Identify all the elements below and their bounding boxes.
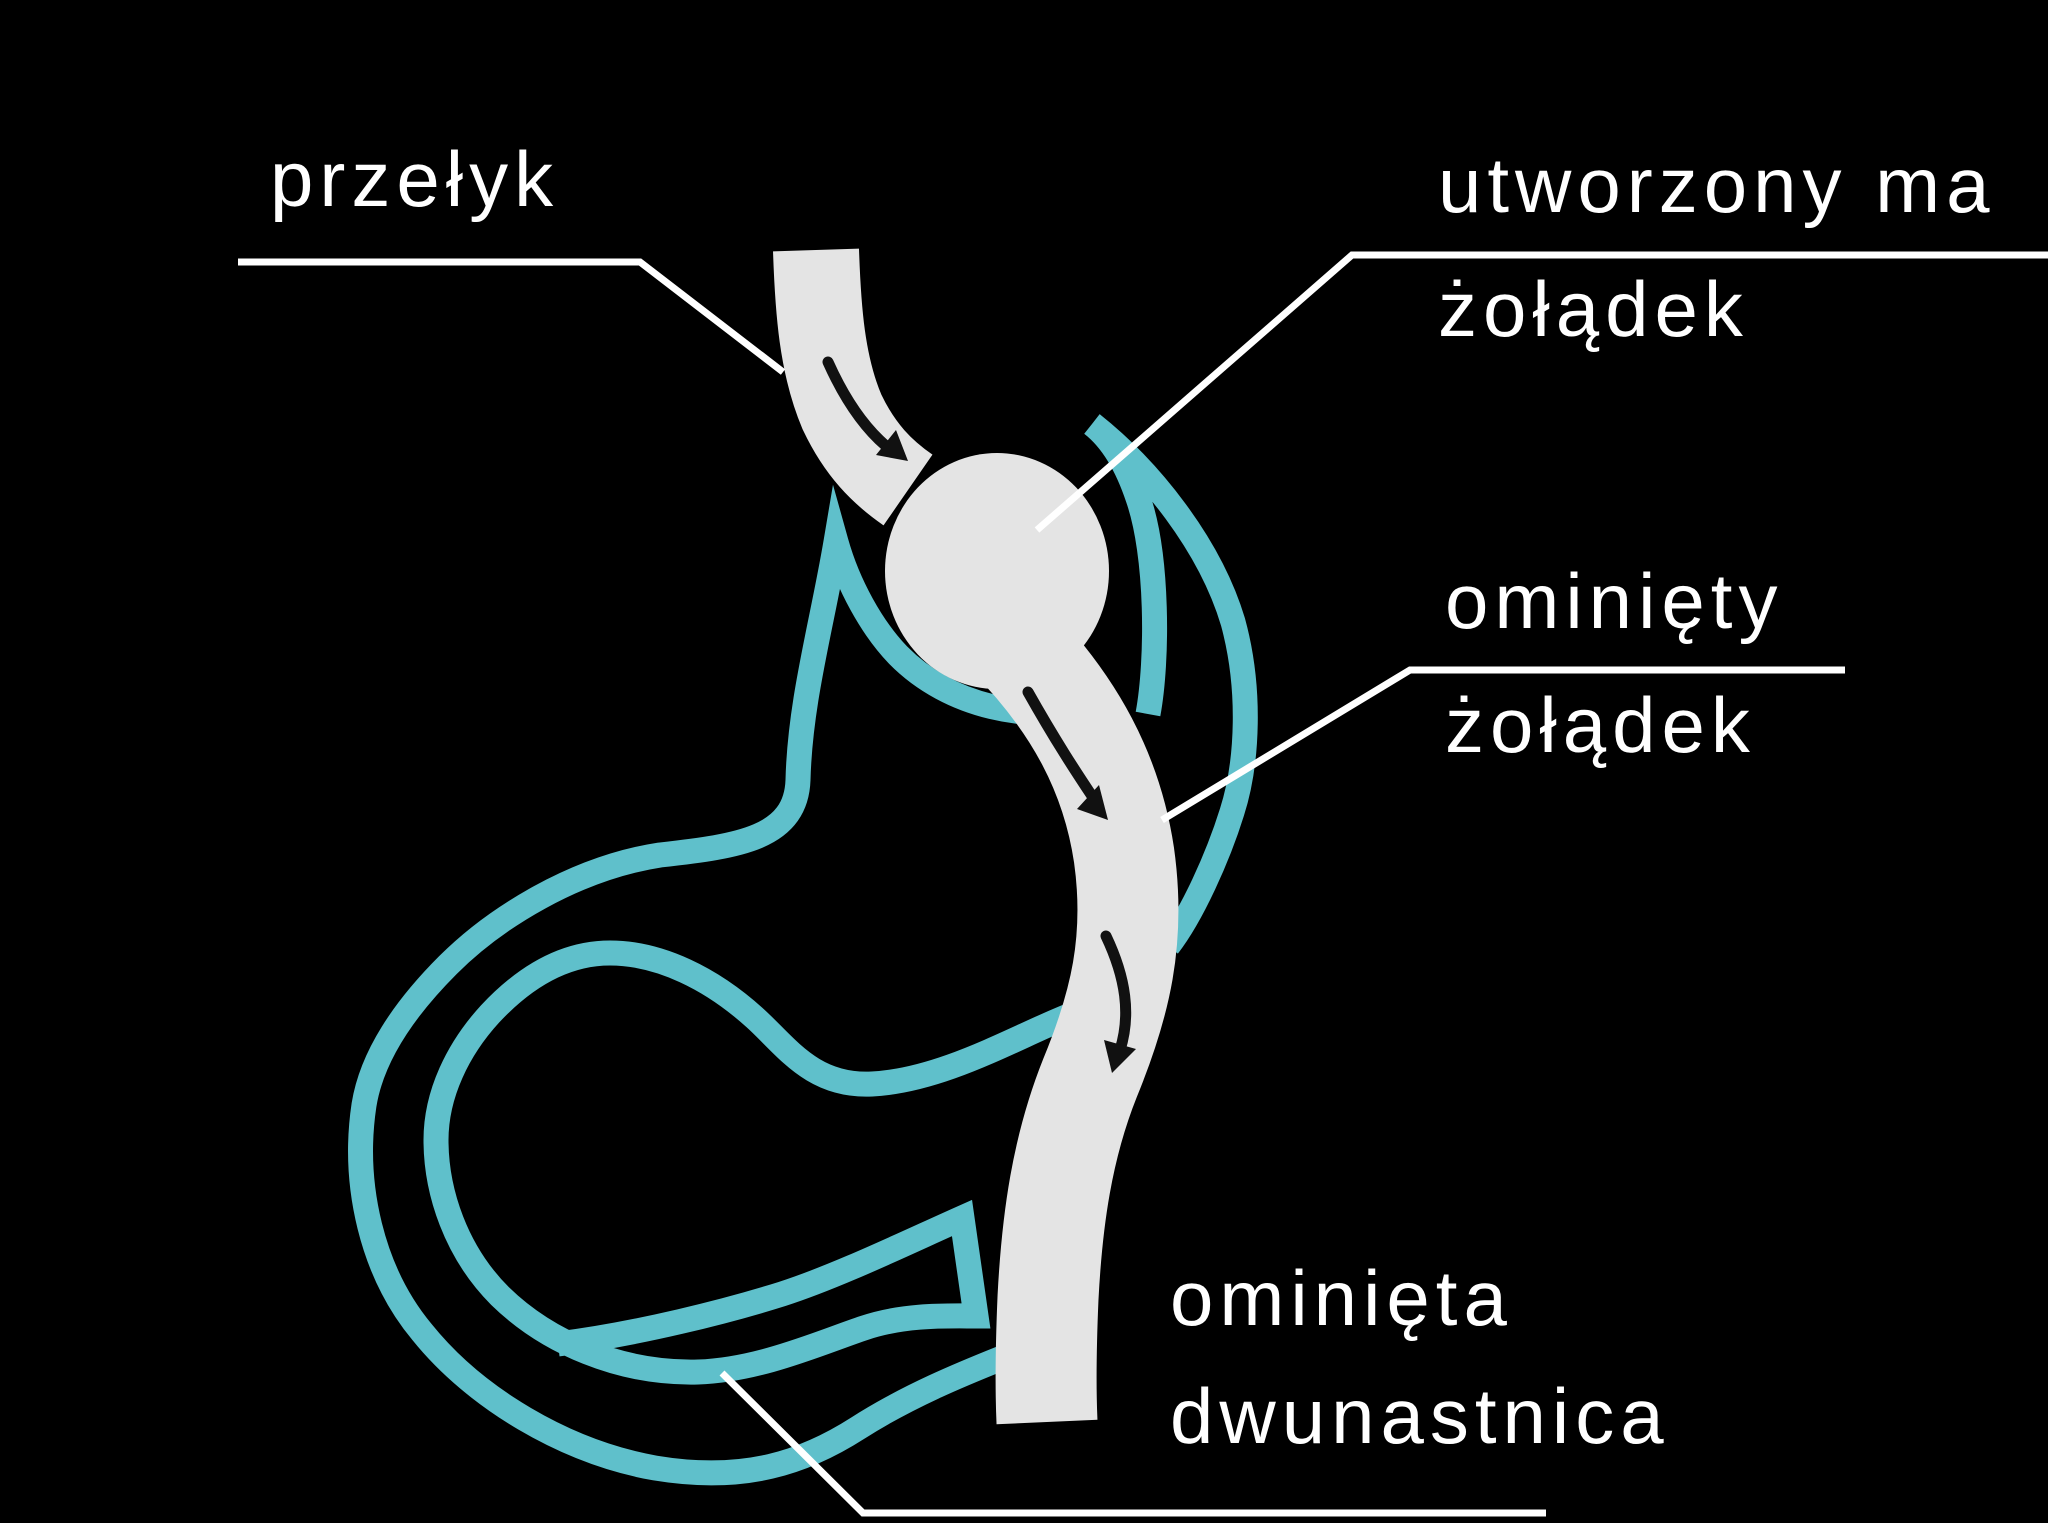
stomach-outer-wall-shape	[348, 484, 1098, 1486]
stomach-inner-wall-duodenum-shape	[423, 940, 1090, 1385]
label-bypassed-duodenum-line1: ominięta	[1170, 1254, 1513, 1342]
bypassed-stomach-outline	[348, 414, 1258, 1486]
flow-arrow-below-pouch	[1022, 686, 1108, 820]
label-bypassed-duodenum-line2: dwunastnica	[1170, 1372, 1670, 1460]
roux-limb-shape	[971, 600, 1179, 1425]
stomach-staple-crescent-right-shape	[1083, 414, 1258, 954]
label-bypassed-duodenum: ominięta dwunastnica	[1170, 1239, 1670, 1475]
leader-small-stomach	[1034, 251, 2048, 533]
esophagus-shape	[773, 248, 933, 526]
label-bypassed-stomach-line1: ominięty	[1445, 557, 1784, 645]
flow-arrows	[822, 356, 1136, 1073]
label-bypassed-stomach-line2: żołądek	[1445, 681, 1756, 769]
functional-tract	[773, 248, 1179, 1425]
label-small-stomach-line1: utworzony ma	[1438, 141, 1996, 229]
leader-lines	[238, 251, 2048, 1517]
label-esophagus-text: przełyk	[270, 135, 560, 223]
leader-bypassed-duodenum	[719, 1370, 1546, 1517]
label-bypassed-stomach: ominięty żołądek	[1445, 539, 1783, 787]
label-esophagus: przełyk	[270, 140, 559, 218]
flow-arrow-lower-limb	[1100, 930, 1136, 1073]
leader-bypassed-stomach	[1160, 666, 1845, 823]
label-small-stomach-line2: żołądek	[1438, 265, 1749, 353]
leader-esophagus	[238, 258, 786, 375]
label-small-stomach: utworzony ma żołądek	[1438, 123, 1996, 371]
flow-arrow-esophagus	[822, 356, 908, 461]
